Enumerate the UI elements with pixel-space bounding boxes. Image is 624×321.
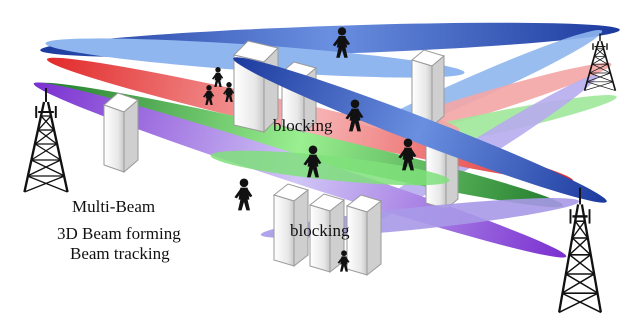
tower-left-icon	[23, 86, 69, 194]
building-front-3	[345, 194, 383, 277]
beam-blue-lower	[233, 57, 607, 203]
beam-tracking-label: Beam tracking	[70, 244, 170, 263]
beam-forming-label: 3D Beam forming	[57, 224, 181, 243]
multi-beam-label: Multi-Beam	[72, 197, 156, 216]
beam-green-front	[210, 150, 450, 186]
building-tall-center	[233, 40, 279, 134]
blocking-label-bottom: blocking	[290, 221, 350, 240]
buildings-front	[272, 183, 383, 277]
building-right-upper	[410, 49, 446, 128]
blocking-label-top: blocking	[273, 116, 333, 135]
building-front-1	[272, 183, 310, 268]
pedestrian-icon	[212, 67, 224, 87]
building-left	[103, 92, 139, 174]
building-front-2	[308, 193, 346, 274]
pedestrian-icon	[234, 178, 253, 211]
